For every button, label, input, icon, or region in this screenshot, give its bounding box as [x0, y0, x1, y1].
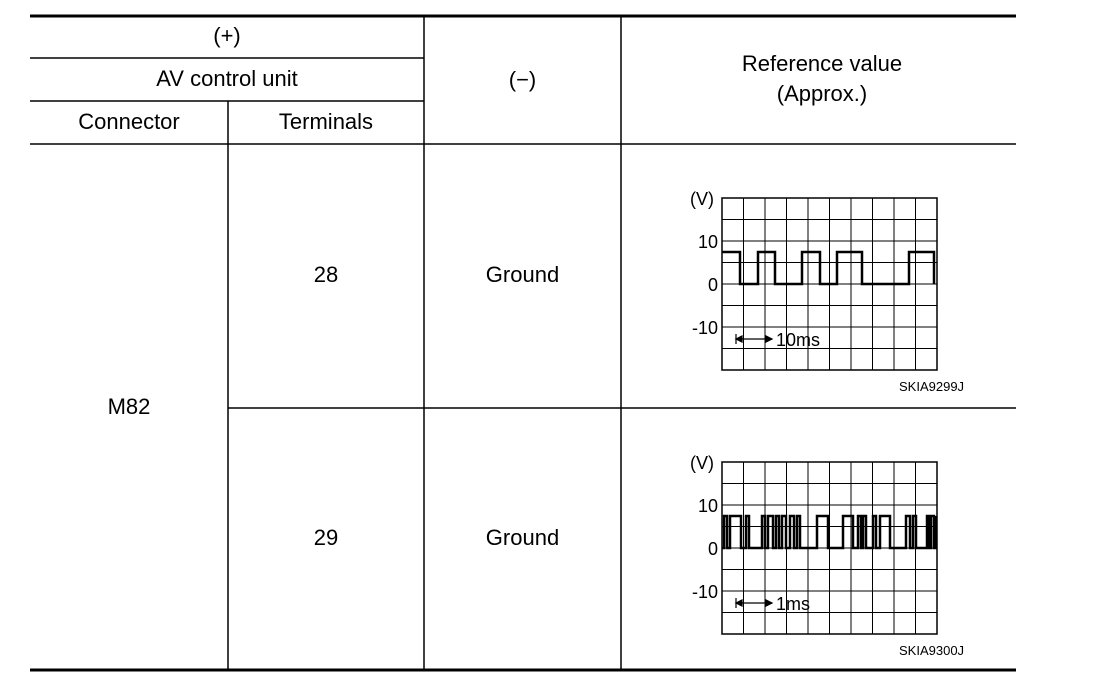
volt-unit-label-2: (V): [690, 453, 714, 473]
terminal-value-row-2: 29: [313, 525, 339, 550]
waveform-chart-1: [721, 197, 938, 371]
minus-terminal-header: (−): [508, 67, 537, 92]
volt-unit-label-1: (V): [690, 189, 714, 209]
y-tick-0-chart-2: 0: [707, 539, 718, 559]
waveform-chart-2: [721, 461, 938, 635]
time-scale-label-1: 10ms: [776, 330, 821, 350]
time-scale-arrow-1: [734, 334, 774, 344]
figure-code-1: SKIA9299J: [899, 379, 965, 394]
y-tick-neg10-chart-1: -10: [691, 318, 718, 338]
terminal-value-row-1: 28: [313, 262, 339, 287]
connector-header: Connector: [78, 109, 180, 134]
waveform-trace-2: [722, 514, 938, 550]
reference-value-header: Reference value: [741, 51, 903, 76]
minus-value-row-1: Ground: [485, 262, 560, 287]
y-tick-neg10-chart-2: -10: [691, 582, 718, 602]
figure-code-2: SKIA9300J: [899, 643, 965, 658]
time-scale-label-2: 1ms: [776, 594, 811, 614]
terminals-header: Terminals: [278, 109, 374, 134]
av-control-unit-header: AV control unit: [156, 66, 298, 91]
y-tick-10-chart-2: 10: [697, 496, 718, 516]
waveform-trace-1: [722, 250, 936, 286]
y-tick-0-chart-1: 0: [707, 275, 718, 295]
y-tick-10-chart-1: 10: [697, 232, 718, 252]
connector-value: M82: [107, 394, 151, 419]
reference-value-approx: (Approx.): [776, 81, 868, 106]
time-scale-arrow-2: [734, 598, 774, 608]
plus-terminal-header: (+): [213, 23, 241, 48]
minus-value-row-2: Ground: [485, 525, 560, 550]
